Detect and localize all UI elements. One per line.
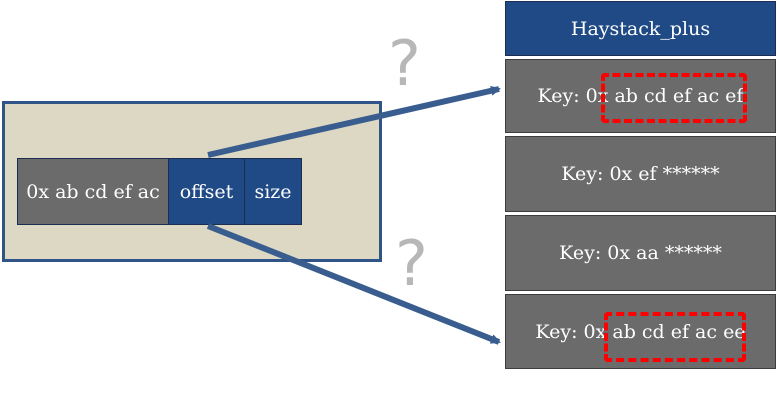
store-entry-3: Key: 0x aa ****** — [505, 215, 776, 291]
arrow-to-entry-1 — [207, 85, 501, 158]
store-entry-4: Key: 0x ab cd ef ac ee — [505, 294, 776, 369]
prefix-highlight-1 — [601, 73, 747, 123]
question-mark-lower: ? — [395, 227, 428, 300]
store-title: Haystack_plus — [505, 1, 776, 56]
prefix-highlight-2 — [604, 312, 746, 362]
record-key-cell: 0x ab cd ef ac — [17, 158, 169, 225]
store-entry-2: Key: 0x ef ****** — [505, 136, 776, 212]
record-size-cell: size — [244, 158, 302, 225]
arrow-to-entry-4 — [206, 223, 501, 345]
question-mark-upper: ? — [388, 27, 421, 100]
